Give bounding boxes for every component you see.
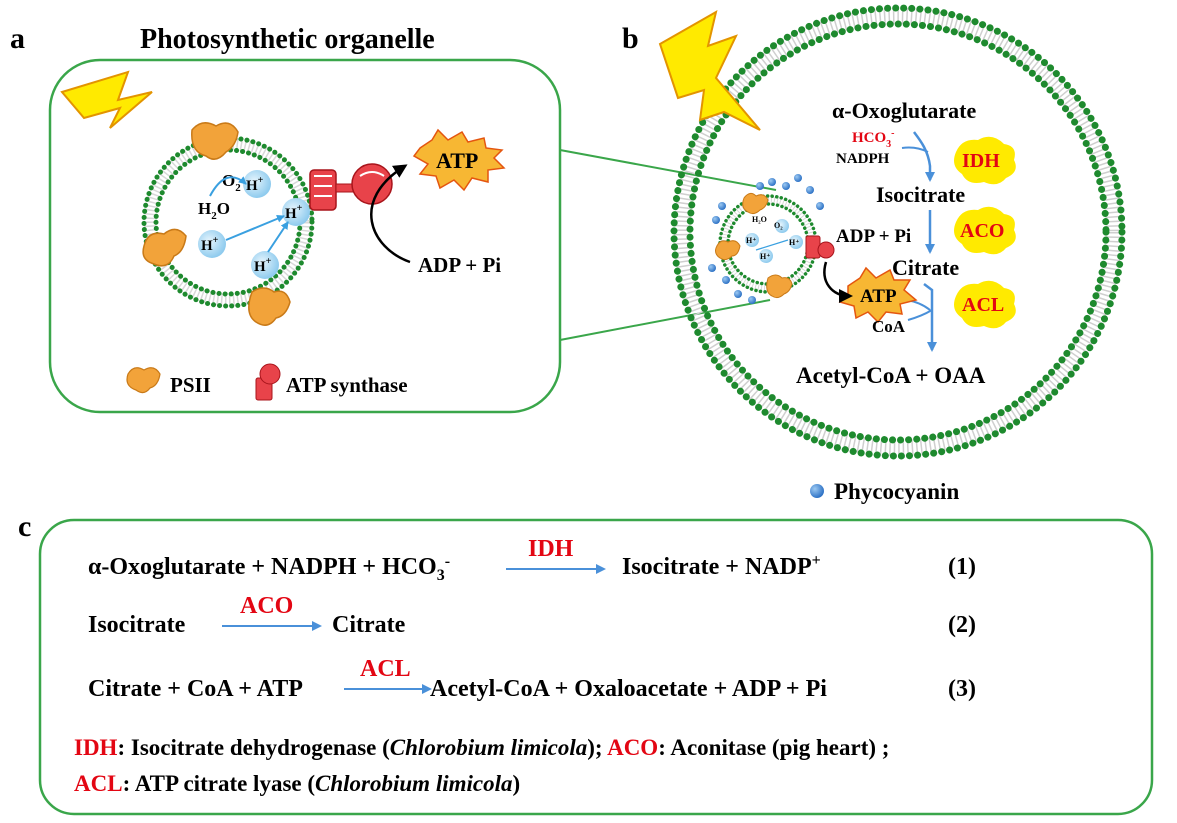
- atp-synthesis-arrow: [370, 164, 411, 264]
- eq3-reactants: Citrate + CoA + ATP: [88, 676, 303, 702]
- panel-a-title: Photosynthetic organelle: [140, 24, 435, 55]
- adp-pi-label: ADP + Pi: [836, 226, 911, 247]
- mini-proton-label: H⁺: [760, 252, 770, 261]
- eq3-number: (3): [948, 676, 976, 702]
- oxygen-label: O2: [222, 171, 241, 194]
- proton-bubble: H+: [198, 230, 226, 258]
- svg-text:H+: H+: [246, 175, 264, 194]
- eq1-products: Isocitrate + NADP+: [622, 552, 821, 580]
- proton-arrow: [267, 221, 289, 253]
- proton-arrow: [225, 214, 285, 241]
- svg-text:H+: H+: [254, 256, 272, 275]
- mini-water-label: H₂O: [752, 215, 767, 224]
- phycocyanin-icon: [810, 484, 824, 498]
- water-label: H2O: [198, 199, 230, 222]
- cell-membrane: [670, 4, 1126, 460]
- acl-badge: ACL: [954, 280, 1016, 329]
- proton-bubble: H+: [243, 170, 271, 198]
- panel-a: a Photosynthetic organelle: [10, 22, 562, 414]
- alpha-oxoglutarate-label: α-Oxoglutarate: [832, 98, 976, 123]
- citrate-label: Citrate: [892, 255, 959, 280]
- atp-burst-icon: ATP: [412, 128, 506, 192]
- equation-1: α-Oxoglutarate + NADPH + HCO3- IDH Isoci…: [88, 536, 976, 584]
- products-label: Acetyl-CoA + OAA: [796, 363, 986, 388]
- eq3-products: Acetyl-CoA + Oxaloacetate + ADP + Pi: [430, 676, 827, 702]
- atp-label-b: ATP: [860, 286, 897, 307]
- legend-phycocyanin-label: Phycocyanin: [834, 479, 959, 504]
- idh-arrow: [913, 131, 935, 182]
- proton-bubble: H+: [251, 251, 279, 279]
- zoom-connector: [559, 299, 771, 341]
- panel-c: c α-Oxoglutarate + NADPH + HCO3- IDH Iso…: [18, 510, 1154, 816]
- atp-burst-icon: ATP: [838, 266, 918, 324]
- eq1-enzyme: IDH: [528, 536, 574, 562]
- idh-enzyme-label: IDH: [962, 150, 1000, 172]
- nadph-label: NADPH: [836, 151, 890, 167]
- acl-enzyme-label: ACL: [962, 294, 1004, 316]
- isocitrate-label: Isocitrate: [876, 182, 965, 207]
- adp-pi-label: ADP + Pi: [418, 253, 501, 277]
- water-split-arrow: [209, 176, 247, 197]
- mini-proton-label: H⁺: [746, 236, 756, 245]
- mini-proton-label: H⁺: [789, 238, 799, 247]
- equation-2: Isocitrate ACO Citrate (2): [88, 593, 976, 638]
- legend-atp-synthase-label: ATP synthase: [286, 373, 408, 397]
- panel-c-letter: c: [18, 510, 31, 543]
- mini-organelle: H₂O O₂ H⁺ H⁺ H⁺: [715, 192, 835, 299]
- panel-a-letter: a: [10, 22, 25, 55]
- atp-synthase-icon: [255, 363, 281, 401]
- atp-label: ATP: [436, 148, 478, 173]
- atp-synthase-legend: ATP synthase: [255, 363, 408, 401]
- mini-oxygen-label: O₂: [774, 221, 783, 230]
- svg-text:H+: H+: [201, 235, 219, 254]
- coa-label: CoA: [872, 317, 906, 336]
- bicarbonate-label: HCO3-: [852, 128, 895, 150]
- aco-enzyme-label: ACO: [960, 220, 1004, 242]
- psii-legend: PSII: [126, 367, 211, 397]
- atp-synthesis-arrow-b: [823, 261, 853, 303]
- lightning-icon: [658, 9, 761, 131]
- phycocyanin-dots: [708, 174, 824, 304]
- panel-b-letter: b: [622, 22, 639, 55]
- equation-3: Citrate + CoA + ATP ACL Acetyl-CoA + Oxa…: [88, 656, 976, 702]
- eq1-reactants: α-Oxoglutarate + NADPH + HCO3-: [88, 553, 450, 584]
- panel-b: b H₂O O₂ H⁺ H⁺ H⁺: [622, 4, 1126, 504]
- proton-bubble: H+: [282, 198, 310, 226]
- enzyme-definitions-line-2: ACL: ATP citrate lyase (Chlorobium limic…: [74, 771, 520, 796]
- psii-complex: [191, 122, 239, 160]
- zoom-connector: [559, 149, 777, 191]
- lightning-icon: [60, 70, 153, 129]
- acl-arrow: [923, 283, 937, 352]
- aco-badge: ACO: [954, 206, 1016, 255]
- psii-complex: [142, 228, 187, 267]
- idh-badge: IDH: [954, 136, 1016, 185]
- enzyme-definitions-line-1: IDH: Isocitrate dehydrogenase (Chlorobiu…: [74, 735, 889, 760]
- legend-psii-label: PSII: [170, 373, 211, 397]
- eq2-number: (2): [948, 612, 976, 638]
- eq3-enzyme: ACL: [360, 656, 411, 682]
- atp-synthase: [309, 163, 393, 211]
- svg-text:H+: H+: [285, 203, 303, 222]
- psii-complex: [248, 287, 291, 326]
- panel-a-frame: [48, 58, 562, 414]
- eq2-reactant: Isocitrate: [88, 612, 186, 638]
- psii-icon: [126, 367, 161, 394]
- eq1-number: (1): [948, 554, 976, 580]
- eq2-product: Citrate: [332, 612, 406, 638]
- eq2-enzyme: ACO: [240, 593, 293, 619]
- panel-c-frame: [38, 518, 1154, 816]
